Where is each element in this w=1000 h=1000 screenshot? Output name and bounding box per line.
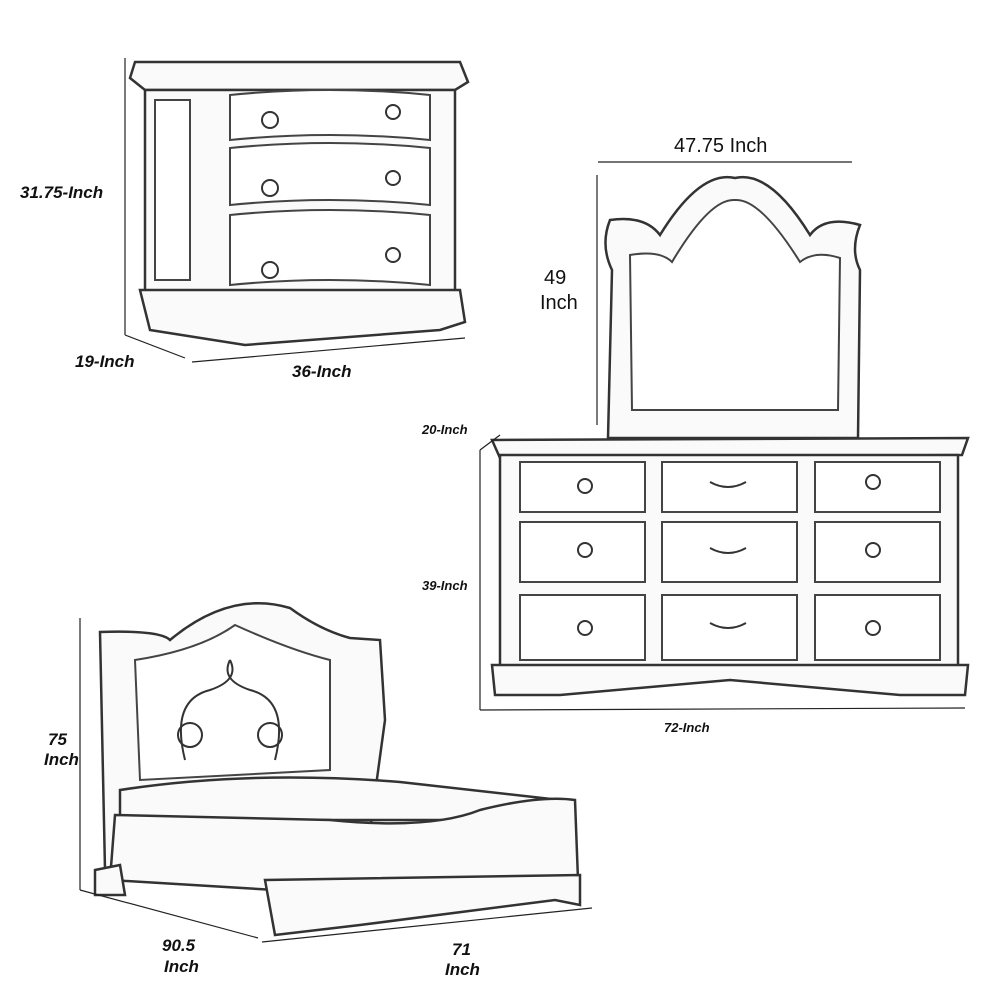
dresser-height-label: 39-Inch: [422, 578, 468, 593]
nightstand-width-label: 36-Inch: [292, 362, 352, 381]
bed-drawing: [93, 602, 582, 937]
bed-length-unit: Inch: [164, 957, 199, 976]
dresser-width-label: 72-Inch: [664, 720, 710, 735]
mirror-width-label: 47.75 Inch: [674, 135, 768, 157]
bed-height-value: 75: [48, 730, 67, 749]
dresser-drawing: [490, 436, 970, 697]
nightstand-depth-label: 19-Inch: [75, 352, 135, 371]
bed-width-unit: Inch: [445, 960, 480, 979]
mirror-height-unit: Inch: [540, 292, 578, 314]
mirror-height-value: 49: [544, 267, 567, 289]
mirror-drawing: [604, 175, 862, 440]
nightstand-height-label: 31.75-Inch: [20, 183, 104, 202]
bed-height-unit: Inch: [44, 750, 79, 769]
nightstand-drawing: [128, 60, 470, 347]
dresser-depth-label: 20-Inch: [422, 422, 468, 437]
bed-length-value: 90.5: [162, 936, 196, 955]
bed-width-value: 71: [452, 940, 471, 959]
